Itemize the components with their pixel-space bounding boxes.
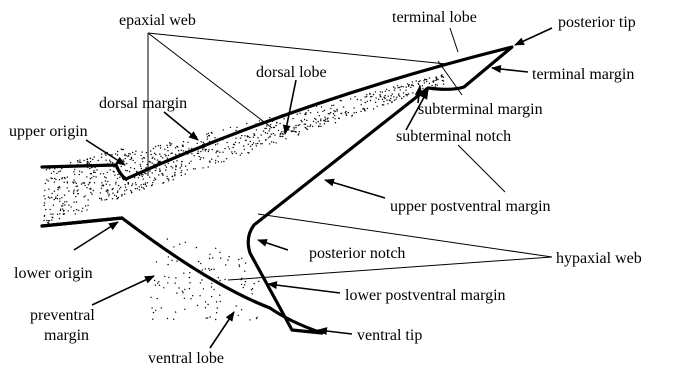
label-preventral-line1: preventral	[30, 307, 95, 324]
label-terminal-lobe: terminal lobe	[392, 9, 477, 26]
label-upper-postventral-margin: upper postventral margin	[390, 198, 551, 215]
labels: epaxial web terminal lobe posterior tip …	[9, 9, 642, 367]
label-hypaxial-web: hypaxial web	[556, 250, 642, 267]
label-lower-postventral-margin: lower postventral margin	[345, 287, 506, 304]
label-lower-origin: lower origin	[14, 265, 93, 282]
label-subterminal-notch: subterminal notch	[396, 128, 511, 145]
label-ventral-lobe: ventral lobe	[148, 350, 224, 367]
label-ventral-tip: ventral tip	[357, 327, 422, 344]
label-posterior-notch: posterior notch	[309, 245, 405, 262]
label-subterminal-margin: subterminal margin	[418, 101, 543, 118]
label-upper-origin: upper origin	[9, 123, 88, 140]
label-preventral-line2: margin	[44, 327, 89, 344]
fin-outline-ventral	[42, 218, 122, 226]
label-posterior-tip: posterior tip	[558, 14, 636, 31]
label-dorsal-margin: dorsal margin	[99, 95, 187, 112]
label-epaxial-web: epaxial web	[119, 12, 196, 29]
label-dorsal-lobe: dorsal lobe	[256, 64, 327, 81]
label-terminal-margin: terminal margin	[532, 66, 634, 83]
